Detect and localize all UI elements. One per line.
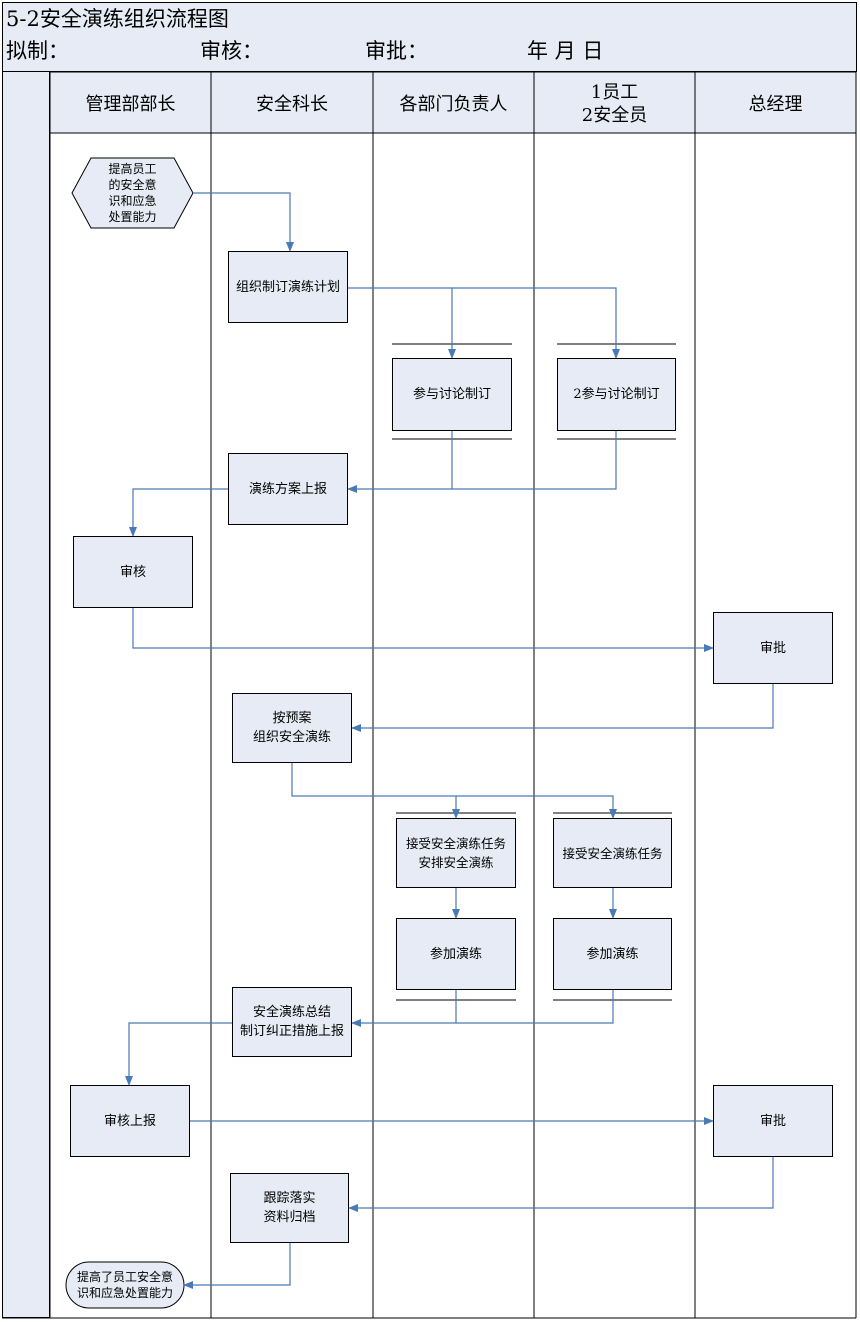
header-band	[2, 2, 857, 72]
lane-header-staff: 1员工 2安全员	[581, 82, 648, 126]
lane-header-general-manager: 总经理	[748, 93, 803, 115]
lane-header-band	[50, 72, 856, 133]
organize-drill-node: 按预案 组织安全演练	[232, 693, 352, 763]
join-drill-staff-node: 参加演练	[553, 918, 672, 990]
join-drill-dept-node: 参加演练	[396, 918, 516, 990]
accept-task-staff-node: 接受安全演练任务	[553, 818, 672, 888]
approve-node-1: 审批	[713, 612, 833, 684]
review-node: 审核	[73, 536, 193, 608]
date-label: 年 月 日	[527, 39, 604, 63]
summary-node: 安全演练总结 制订纠正措施上报	[232, 987, 352, 1057]
start-hexagon	[71, 157, 194, 229]
plan-node: 组织制订演练计划	[228, 251, 348, 323]
discuss-staff-node: 2参与讨论制订	[557, 358, 676, 431]
start-node: 提高员工 的安全意 识和应急 处置能力	[108, 162, 157, 224]
lane-header-safety-chief: 安全科长	[256, 93, 328, 115]
track-archive-node: 跟踪落实 资料归档	[230, 1173, 349, 1243]
reviewer-label: 审核：	[200, 39, 263, 63]
end-node: 提高了员工安全意 识和应急处置能力	[76, 1270, 173, 1300]
discuss-dept-node: 参与讨论制订	[392, 358, 512, 431]
accept-task-dept-node: 接受安全演练任务 安排安全演练	[396, 818, 516, 888]
approve-node-2: 审批	[713, 1085, 833, 1157]
page-title: 5-2安全演练组织流程图	[6, 7, 229, 31]
review-report-node: 审核上报	[70, 1085, 190, 1157]
lane-header-admin-manager: 管理部部长	[85, 93, 176, 115]
report-plan-node: 演练方案上报	[228, 453, 348, 525]
lane-header-dept-heads: 各部门负责人	[399, 93, 508, 115]
approver-label: 审批：	[365, 39, 428, 63]
drafter-label: 拟制：	[6, 39, 69, 63]
